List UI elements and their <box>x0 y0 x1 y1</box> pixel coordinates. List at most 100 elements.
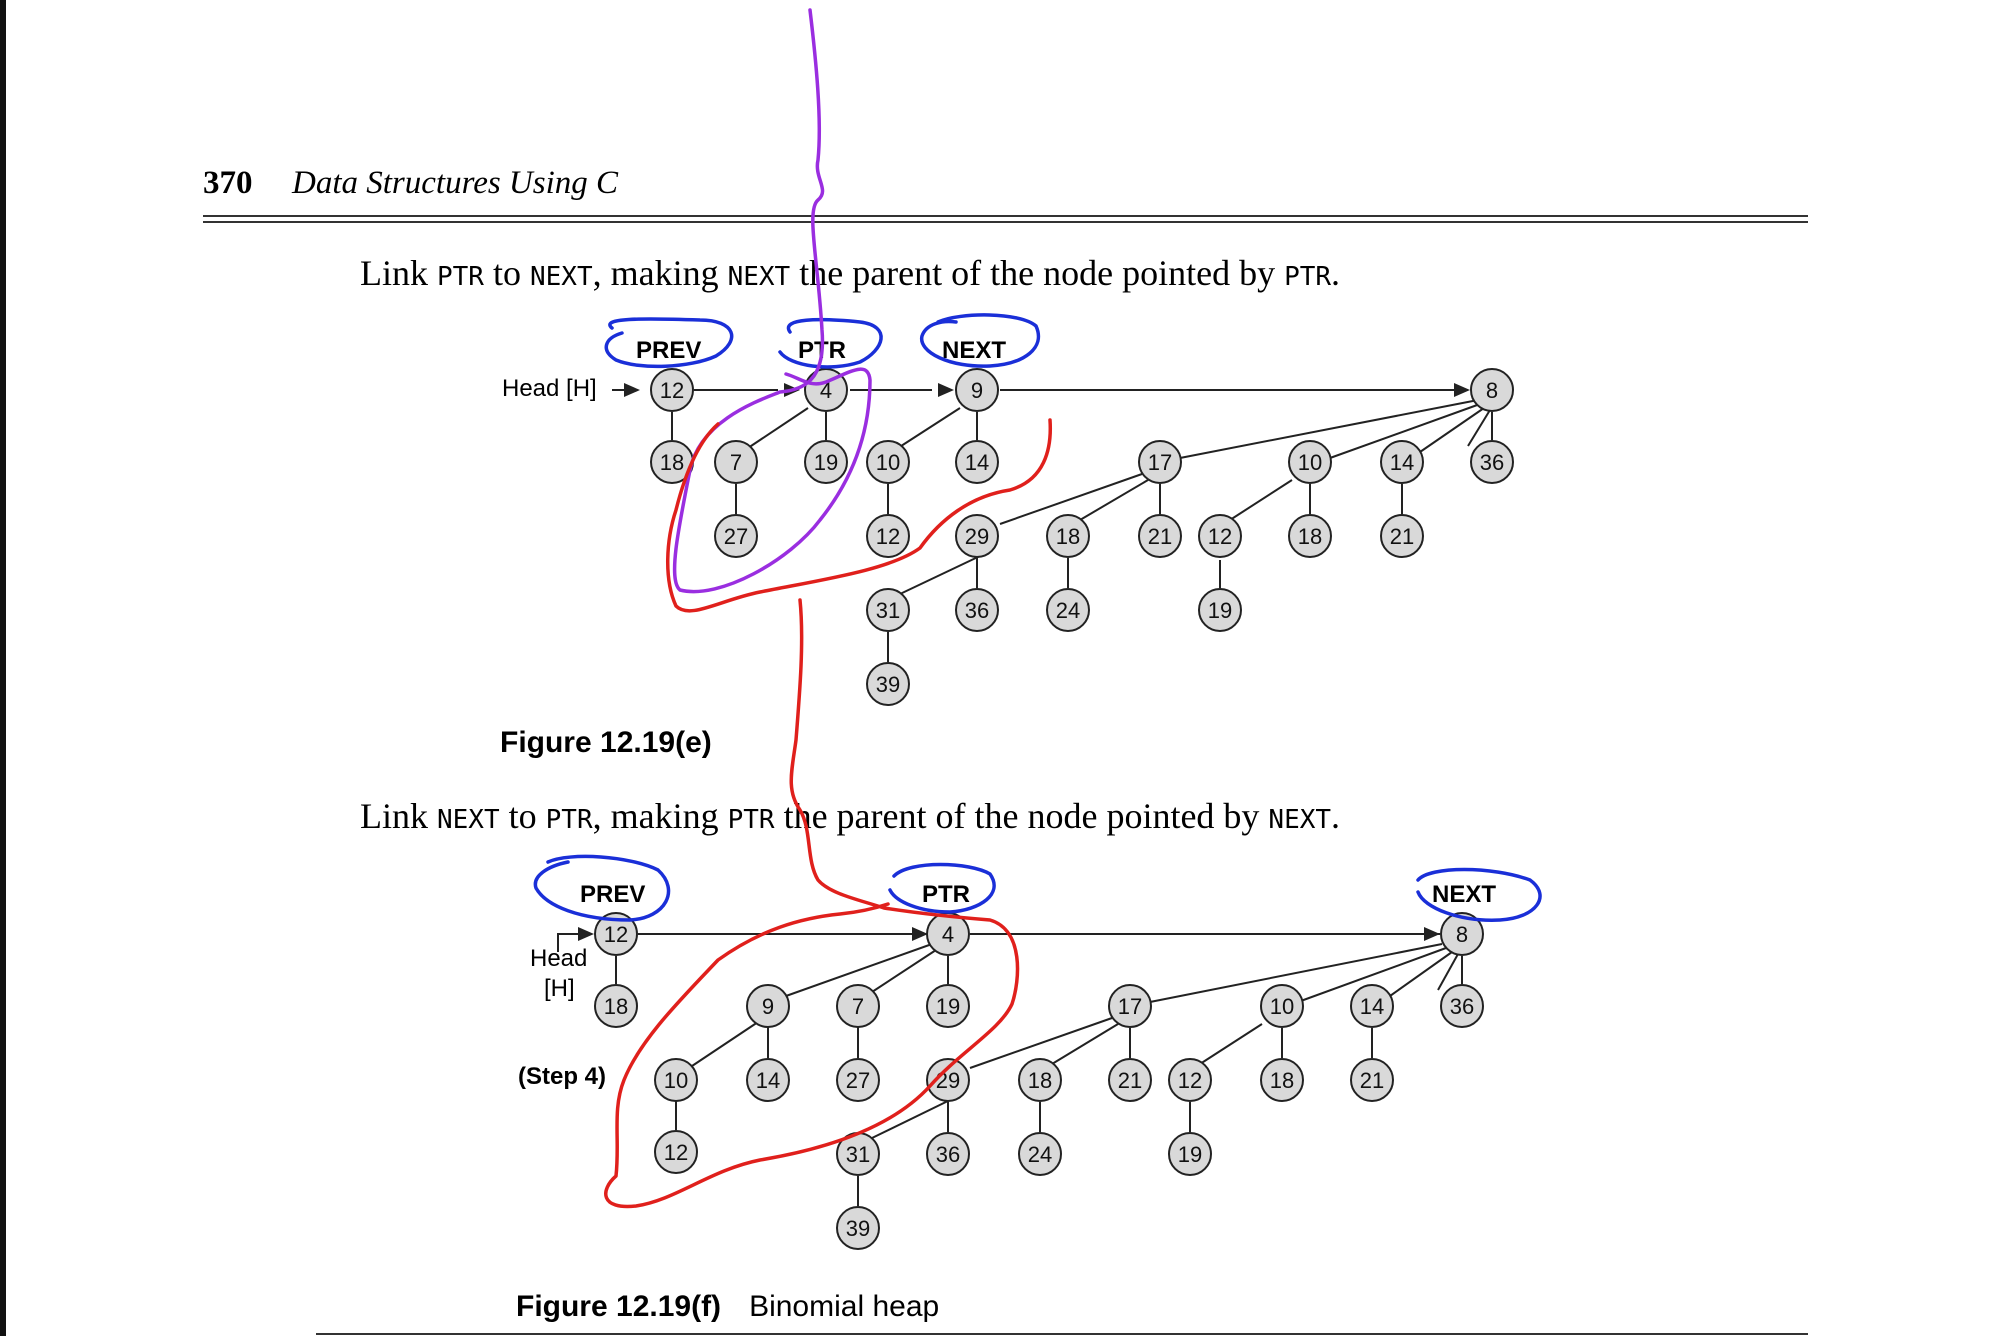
node-circle <box>1350 984 1394 1028</box>
node-value: 36 <box>1480 450 1504 475</box>
paragraph-2: Link NEXT to PTR, making PTR the parent … <box>360 796 1340 836</box>
tree-node: 10 <box>1260 984 1304 1028</box>
tree-node: 12 <box>1168 1058 1212 1102</box>
node-value: 12 <box>876 524 900 549</box>
tree-node: 10 <box>866 440 910 484</box>
node-value: 18 <box>1028 1068 1052 1093</box>
node-circle <box>1168 1132 1212 1176</box>
node-value: 36 <box>965 598 989 623</box>
node-circle <box>1380 514 1424 558</box>
node-value: 12 <box>604 922 628 947</box>
node-value: 39 <box>846 1216 870 1241</box>
tree-node: 18 <box>1046 514 1090 558</box>
node-value: 12 <box>664 1140 688 1165</box>
prev-label: PREV <box>580 881 645 908</box>
node-value: 19 <box>814 450 838 475</box>
node-value: 10 <box>664 1068 688 1093</box>
node-value: 21 <box>1118 1068 1142 1093</box>
node-circle <box>955 368 999 412</box>
tree-node: 27 <box>714 514 758 558</box>
node-circle <box>1108 1058 1152 1102</box>
tree-node: 10 <box>1288 440 1332 484</box>
node-circle <box>804 368 848 412</box>
prev-label: PREV <box>636 337 701 364</box>
node-circle <box>866 588 910 632</box>
node-circle <box>1440 984 1484 1028</box>
node-value: 31 <box>846 1142 870 1167</box>
tree-node: 12 <box>654 1130 698 1174</box>
node-value: 4 <box>942 922 954 947</box>
node-value: 21 <box>1360 1068 1384 1093</box>
node-circle <box>926 1058 970 1102</box>
tree-node: 4 <box>926 912 970 956</box>
node-circle <box>1198 514 1242 558</box>
tree-node: 10 <box>654 1058 698 1102</box>
head-label: Head [H] <box>502 375 597 402</box>
node-value: 17 <box>1118 994 1142 1019</box>
node-circle <box>1018 1058 1062 1102</box>
tree-node: 21 <box>1138 514 1182 558</box>
tree-node: 12 <box>594 912 638 956</box>
node-circle <box>594 984 638 1028</box>
node-circle <box>1380 440 1424 484</box>
tree-node: 14 <box>955 440 999 484</box>
node-circle <box>746 1058 790 1102</box>
tree-node: 8 <box>1440 912 1484 956</box>
node-value: 21 <box>1148 524 1172 549</box>
node-value: 12 <box>660 378 684 403</box>
node-value: 24 <box>1056 598 1080 623</box>
node-value: 17 <box>1148 450 1172 475</box>
tree-node: 14 <box>746 1058 790 1102</box>
tree-node: 18 <box>594 984 638 1028</box>
tree-node: 36 <box>926 1132 970 1176</box>
node-value: 18 <box>1056 524 1080 549</box>
node-value: 19 <box>936 994 960 1019</box>
node-value: 29 <box>936 1068 960 1093</box>
node-circle <box>654 1058 698 1102</box>
tree-node: 39 <box>836 1206 880 1250</box>
node-value: 24 <box>1028 1142 1052 1167</box>
tree-node: 18 <box>1018 1058 1062 1102</box>
node-value: 14 <box>1360 994 1384 1019</box>
tree-node: 24 <box>1018 1132 1062 1176</box>
node-circle <box>1470 368 1514 412</box>
node-circle <box>955 440 999 484</box>
node-circle <box>866 662 910 706</box>
node-value: 39 <box>876 672 900 697</box>
node-value: 36 <box>936 1142 960 1167</box>
node-circle <box>746 984 790 1028</box>
tree-node: 7 <box>836 984 880 1028</box>
node-value: 7 <box>730 450 742 475</box>
node-circle <box>866 440 910 484</box>
node-circle <box>1138 514 1182 558</box>
tree-node: 12 <box>650 368 694 412</box>
next-label: NEXT <box>1432 881 1496 908</box>
node-circle <box>1440 912 1484 956</box>
node-value: 12 <box>1178 1068 1202 1093</box>
tree-node: 36 <box>1440 984 1484 1028</box>
node-value: 18 <box>1298 524 1322 549</box>
node-value: 36 <box>1450 994 1474 1019</box>
node-value: 29 <box>965 524 989 549</box>
node-circle <box>836 1058 880 1102</box>
figure-e-caption: Figure 12.19(e) <box>500 726 712 759</box>
paragraph-1: Link PTR to NEXT, making NEXT the parent… <box>360 253 1340 293</box>
node-circle <box>594 912 638 956</box>
tree-node: 8 <box>1470 368 1514 412</box>
node-circle <box>1108 984 1152 1028</box>
node-value: 9 <box>762 994 774 1019</box>
node-circle <box>1470 440 1514 484</box>
tree-node: 18 <box>1260 1058 1304 1102</box>
node-circle <box>926 984 970 1028</box>
node-value: 8 <box>1486 378 1498 403</box>
tree-node: 14 <box>1350 984 1394 1028</box>
node-value: 31 <box>876 598 900 623</box>
figure-f-arrows <box>578 927 1440 941</box>
node-value: 21 <box>1390 524 1414 549</box>
tree-node: 21 <box>1108 1058 1152 1102</box>
node-circle <box>1138 440 1182 484</box>
figure-e-arrows <box>624 383 1470 397</box>
